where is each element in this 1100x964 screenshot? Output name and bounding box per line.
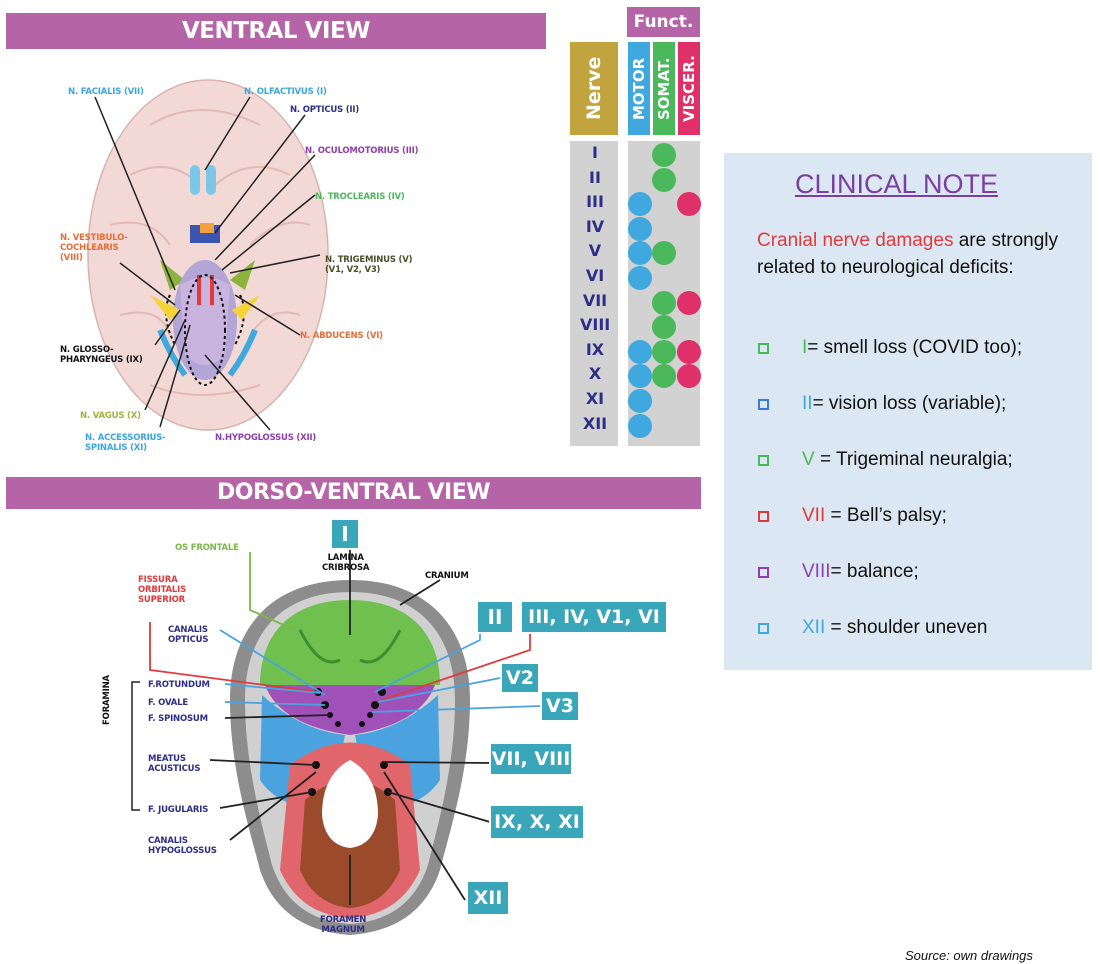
- label-canalis-opticus: CANALIS OPTICUS: [168, 625, 209, 645]
- viscer-dot: [677, 290, 701, 315]
- nerve-row-label: XI: [585, 389, 605, 408]
- funct-header: Funct.: [627, 7, 700, 37]
- nerve-row-label: IV: [585, 216, 605, 236]
- box-nerve-v3: V3: [540, 690, 580, 722]
- label-foramen-magnum: FORAMEN MAGNUM: [320, 915, 367, 935]
- nerve-row-label: VIII: [580, 315, 611, 335]
- motor-dot: [628, 192, 652, 217]
- somat-dot: [652, 339, 676, 364]
- nerve-row-label: VI: [585, 266, 605, 285]
- label-f-spinosum: F. SPINOSUM: [148, 714, 208, 724]
- box-nerve-i: I: [330, 518, 360, 550]
- motor-dot: [628, 216, 652, 241]
- viscer-header-label: VISCER.: [680, 55, 698, 122]
- nerve-column: [570, 141, 618, 446]
- viscer-dot: [677, 364, 701, 389]
- motor-header: MOTOR: [628, 42, 650, 135]
- box-nerves-ix-x-xi: IX, X, XI: [489, 804, 585, 840]
- box-nerves-vii-viii: VII, VIII: [489, 742, 573, 776]
- clinical-note-title: CLINICAL NOTE: [794, 169, 999, 199]
- viscer-dot: [677, 339, 701, 364]
- clinical-item-4: VII = Bell’s palsy;: [802, 505, 947, 526]
- nerve-row-label: I: [592, 143, 598, 162]
- label-olfactivus: N. OLFACTIVUS (I): [244, 87, 327, 97]
- label-canalis-hypoglossus: CANALIS HYPOGLOSSUS: [148, 836, 217, 856]
- nerve-row-label: III: [586, 192, 604, 212]
- label-trigeminus: N. TRIGEMINUS (V) (V1, V2, V3): [325, 255, 413, 275]
- box-nerve-v2: V2: [500, 662, 540, 694]
- nerve-row-label: II: [589, 167, 601, 187]
- box-nerves-iii-iv-v1-vi: III, IV, V1, VI: [520, 600, 668, 634]
- label-lamina-cribrosa: LAMINA CRIBROSA: [322, 553, 370, 573]
- nerve-row-label: V: [588, 241, 602, 261]
- somat-dot: [652, 167, 676, 192]
- label-facialis: N. FACIALIS (VII): [68, 87, 144, 97]
- box-nerve-xii: XII: [466, 880, 510, 916]
- label-trochlearis: N. TROCLEARIS (IV): [315, 192, 405, 202]
- label-fissura-orbitalis: FISSURA ORBITALIS SUPERIOR: [138, 575, 187, 605]
- label-f-ovale: F. OVALE: [148, 698, 188, 708]
- label-accessorius: N. ACCESSORIUS- SPINALIS (XI): [85, 433, 166, 453]
- clinical-item-1: I= smell loss (COVID too);: [802, 337, 1023, 358]
- clinical-item-5: VIII= balance;: [802, 561, 919, 582]
- somat-header: SOMAT.: [653, 42, 675, 135]
- motor-dot: [628, 241, 652, 266]
- somat-dot: [652, 241, 676, 266]
- label-os-frontale: OS FRONTALE: [175, 543, 239, 553]
- checkbox-icon: [758, 399, 769, 410]
- checkbox-icon: [758, 511, 769, 522]
- dorso-ventral-title: DORSO-VENTRAL VIEW: [216, 480, 491, 505]
- label-cranium: CRANIUM: [425, 571, 469, 581]
- nerve-header: Nerve: [570, 42, 618, 135]
- motor-dot: [628, 364, 652, 389]
- clinical-item-3: V = Trigeminal neuralgia;: [802, 449, 1013, 470]
- checkbox-icon: [758, 455, 769, 466]
- somat-dot: [652, 290, 676, 315]
- somat-dot: [652, 315, 676, 340]
- ventral-view-banner: VENTRAL VIEW: [6, 13, 546, 49]
- nerve-row-label: VII: [582, 290, 608, 310]
- ventral-view-title: VENTRAL VIEW: [181, 18, 371, 44]
- clinical-note-panel: CLINICAL NOTE Cranial nerve damages are …: [724, 153, 1092, 670]
- clinical-intro: Cranial nerve damages are strongly relat…: [757, 227, 1072, 281]
- label-meatus-acusticus: MEATUS ACUSTICUS: [148, 754, 201, 774]
- motor-header-label: MOTOR: [630, 57, 648, 120]
- nerve-header-label: Nerve: [583, 56, 605, 121]
- dorso-ventral-banner: DORSO-VENTRAL VIEW: [6, 477, 701, 509]
- label-glossopharyngeus: N. GLOSSO- PHARYNGEUS (IX): [60, 345, 143, 365]
- skull-base-illustration: [131, 550, 541, 935]
- label-oculomotorius: N. OCULOMOTORIUS (III): [305, 146, 419, 156]
- viscer-dot: [677, 192, 701, 217]
- somat-dot: [652, 143, 676, 167]
- viscer-header: VISCER.: [678, 42, 700, 135]
- box-nerve-ii: II: [476, 600, 514, 634]
- nerve-row-label: IX: [585, 339, 605, 359]
- motor-dot: [628, 389, 652, 413]
- motor-dot: [628, 339, 652, 364]
- checkbox-icon: [758, 567, 769, 578]
- motor-dot: [628, 266, 652, 290]
- clinical-intro-rest: are strongly related to neurological def…: [757, 230, 1058, 278]
- label-opticus: N. OPTICUS (II): [290, 105, 360, 115]
- somat-header-label: SOMAT.: [655, 57, 673, 120]
- funct-header-label: Funct.: [633, 12, 694, 32]
- somat-dot: [652, 364, 676, 389]
- label-vestibulo-cochlearis: N. VESTIBULO- COCHLEARIS (VIII): [60, 233, 128, 263]
- label-vagus: N. VAGUS (X): [80, 411, 141, 421]
- label-f-jugularis: F. JUGULARIS: [148, 805, 209, 815]
- checkbox-icon: [758, 343, 769, 354]
- clinical-intro-highlight: Cranial nerve damages: [757, 230, 954, 251]
- clinical-item-2: II= vision loss (variable);: [802, 393, 1007, 414]
- clinical-item-6: XII = shoulder uneven: [802, 617, 988, 638]
- nerve-row-label: X: [588, 364, 602, 384]
- label-f-rotundum: F.ROTUNDUM: [148, 680, 210, 690]
- checkbox-icon: [758, 623, 769, 634]
- nerve-row-label: XII: [582, 413, 608, 433]
- label-abducens: N. ABDUCENS (VI): [300, 331, 383, 341]
- label-hypoglossus: N.HYPOGLOSSUS (XII): [215, 433, 317, 443]
- motor-dot: [628, 413, 652, 438]
- label-foramina: FORAMINA: [102, 675, 112, 725]
- ventral-brain-illustration: [87, 79, 329, 431]
- source-note: Source: own drawings: [905, 948, 1033, 963]
